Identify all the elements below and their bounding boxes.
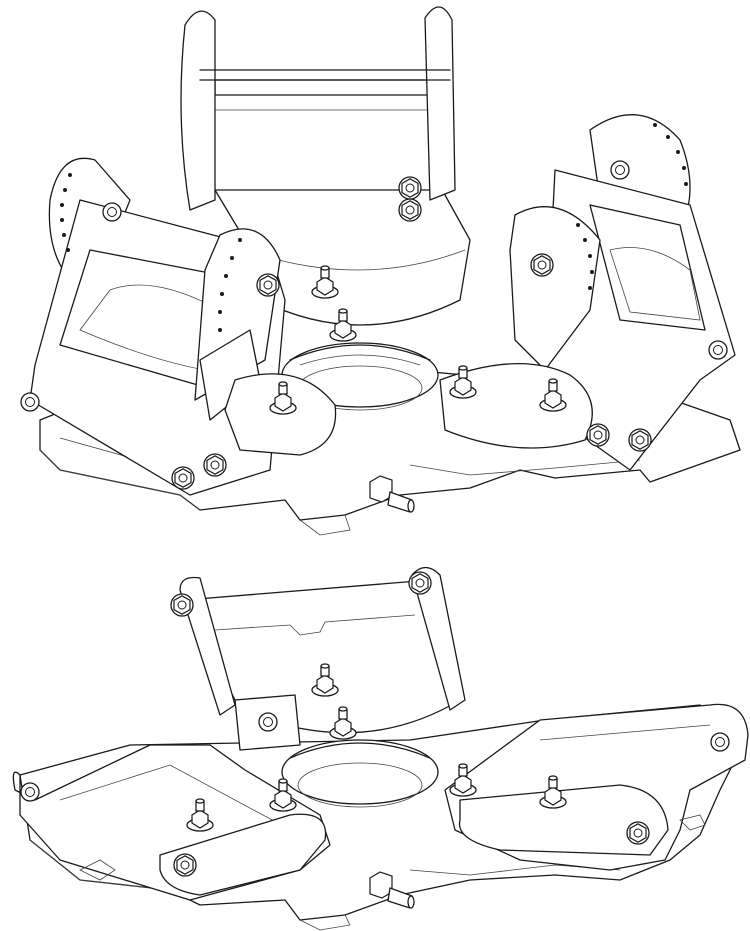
bolt-icon (369, 871, 415, 909)
hex-nut-icon (398, 176, 422, 200)
right-tilt-head (439, 114, 736, 471)
pivot-pin-icon (20, 392, 40, 412)
hex-nut-icon (408, 571, 432, 595)
central-ring-mount-folded (281, 739, 439, 808)
hex-nut-icon (398, 198, 422, 222)
pivot-pin-icon (102, 202, 122, 222)
angle-scale-left (60, 173, 242, 332)
top-view-fasteners (20, 123, 728, 513)
hex-nut-icon (203, 453, 227, 477)
hex-nut-icon (628, 428, 652, 452)
hex-nut-icon (256, 273, 280, 297)
hex-nut-icon (173, 853, 197, 877)
hex-nut-icon (170, 593, 194, 617)
left-folded-plate (12, 744, 331, 901)
pivot-pin-icon (610, 160, 630, 180)
bolt-icon (369, 475, 415, 513)
hex-nut-icon (530, 253, 554, 277)
pivot-pin-icon (20, 782, 40, 802)
hex-nut-icon (171, 466, 195, 490)
pivot-pin-icon (258, 712, 278, 732)
left-tilt-head (29, 157, 286, 496)
bottom-view-fasteners (20, 571, 730, 909)
pivot-pin-icon (710, 732, 730, 752)
right-folded-plate (444, 703, 749, 871)
angle-scale-right (576, 123, 688, 290)
bottom-view-folded-assembly (12, 566, 749, 931)
rear-swivel-bracket-folded (179, 566, 466, 751)
top-view-deployed-assembly (20, 6, 741, 536)
hex-nut-icon (586, 423, 610, 447)
hex-nut-icon (626, 821, 650, 845)
pivot-pin-icon (708, 340, 728, 360)
